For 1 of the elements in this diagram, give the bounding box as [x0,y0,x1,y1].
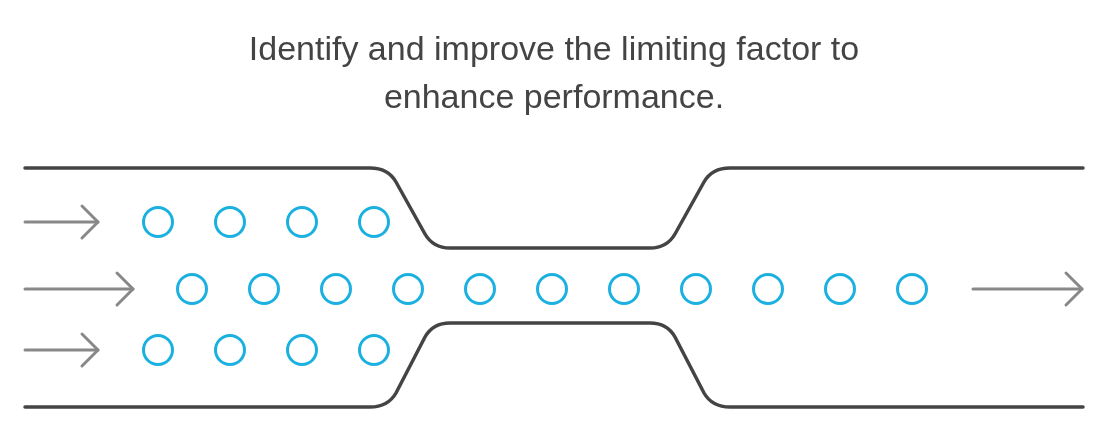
title: Identify and improve the limiting factor to enhance performance. [247,28,861,117]
